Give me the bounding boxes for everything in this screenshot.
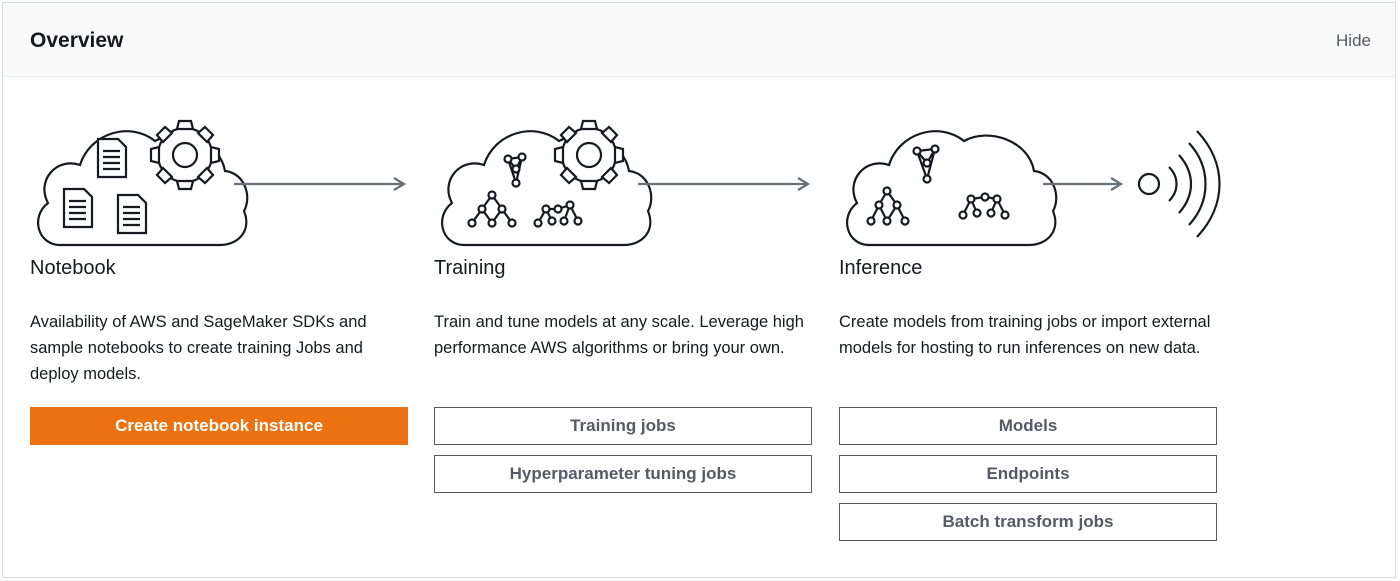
training-jobs-button[interactable]: Training jobs [434,407,812,445]
endpoints-button[interactable]: Endpoints [839,455,1217,493]
models-button[interactable]: Models [839,407,1217,445]
overview-title: Overview [30,29,124,52]
create-notebook-instance-button[interactable]: Create notebook instance [30,407,408,445]
training-description: Train and tune models at any scale. Leve… [434,313,804,357]
overview-header: Overview Hide [3,3,1395,77]
notebook-column: Notebook Availability of AWS and SageMak… [30,3,410,579]
inference-description: Create models from training jobs or impo… [839,313,1211,357]
hide-link[interactable]: Hide [1336,31,1371,50]
inference-column: Inference Create models from training jo… [839,3,1221,579]
notebook-heading: Notebook [30,257,116,279]
notebook-description: Availability of AWS and SageMaker SDKs a… [30,313,367,383]
cloud-models-signal-icon [846,130,1221,247]
cloud-models-gear-icon [441,119,811,247]
batch-transform-jobs-button[interactable]: Batch transform jobs [839,503,1217,541]
training-column: Training Train and tune models at any sc… [434,3,814,579]
hyperparameter-tuning-jobs-button[interactable]: Hyperparameter tuning jobs [434,455,812,493]
training-heading: Training [434,257,506,279]
inference-heading: Inference [839,257,923,279]
cloud-notebooks-gear-icon [37,119,407,247]
